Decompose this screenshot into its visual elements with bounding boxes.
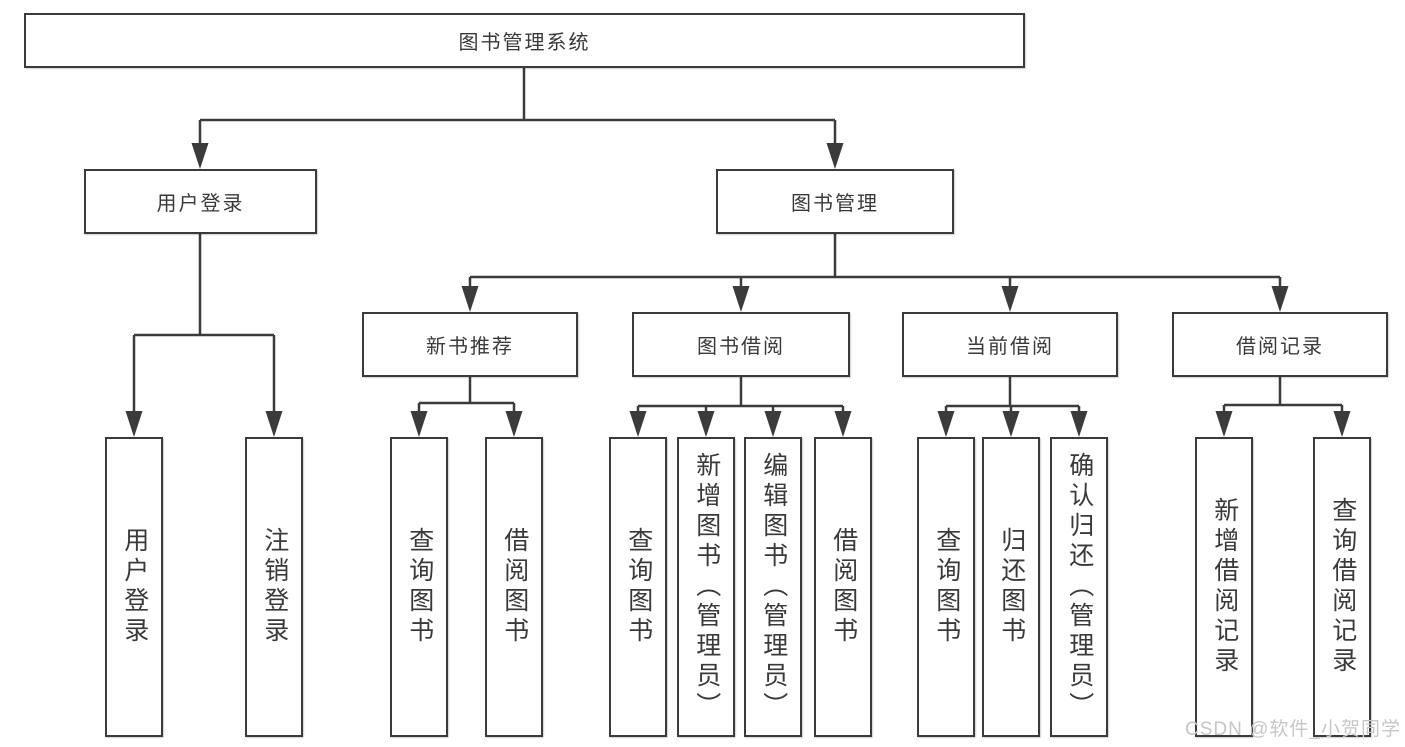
edge-book-borrow-to-leaves: [629, 377, 852, 437]
node-book-management: 图书管理: [716, 169, 954, 234]
node-new-book-recommend: 新书推荐: [362, 312, 578, 377]
node-label: 新书推荐: [426, 336, 514, 358]
node-label: 借阅记录: [1236, 336, 1324, 358]
leaf-add-book-admin: 新增图书（管理员）: [677, 437, 735, 737]
leaf-query-books-current: 查询图书: [917, 437, 975, 737]
node-label: 当前借阅: [966, 336, 1054, 358]
edge-user-login-to-leaves: [125, 234, 283, 437]
leaf-return-book: 归还图书: [982, 437, 1040, 737]
node-book-borrow: 图书借阅: [632, 312, 850, 377]
leaf-user-login: 用户登录: [105, 437, 163, 737]
node-label: 图书借阅: [697, 336, 785, 358]
leaf-add-borrow-record: 新增借阅记录: [1195, 437, 1253, 737]
node-label: 编辑图书（管理员）: [759, 452, 788, 722]
node-label: 查询图书: [932, 527, 961, 647]
node-label: 新增图书（管理员）: [692, 452, 721, 722]
node-label: 图书管理: [791, 193, 879, 215]
node-user-login: 用户登录: [84, 169, 317, 234]
node-label: 查询借阅记录: [1328, 497, 1357, 677]
edge-book-management-to-level3: [461, 234, 1289, 312]
leaf-query-borrow-record: 查询借阅记录: [1313, 437, 1371, 737]
csdn-watermark: CSDN @软件_小贺同学: [1185, 719, 1401, 740]
leaf-borrow-books-recommend: 借阅图书: [485, 437, 543, 737]
leaf-borrow-books-borrow: 借阅图书: [814, 437, 872, 737]
edge-current-borrow-to-leaves: [937, 377, 1088, 437]
node-label: 借阅图书: [829, 527, 858, 647]
node-label: 查询图书: [405, 527, 434, 647]
node-label: 用户登录: [156, 193, 245, 215]
leaf-logout: 注销登录: [245, 437, 303, 737]
node-label: 图书管理系统: [458, 32, 591, 54]
node-label: 确认归还（管理员）: [1065, 452, 1094, 722]
node-label: 归还图书: [997, 527, 1026, 647]
leaf-query-books-borrow: 查询图书: [609, 437, 667, 737]
node-label: 用户登录: [120, 527, 149, 647]
node-borrow-records: 借阅记录: [1172, 312, 1388, 377]
node-label: 借阅图书: [500, 527, 529, 647]
leaf-query-books-recommend: 查询图书: [390, 437, 448, 737]
leaf-edit-book-admin: 编辑图书（管理员）: [744, 437, 802, 737]
node-current-borrow: 当前借阅: [902, 312, 1118, 377]
node-label: 查询图书: [624, 527, 653, 647]
node-label: 注销登录: [260, 527, 289, 647]
node-root: 图书管理系统: [24, 13, 1025, 68]
edge-borrow-records-to-leaves: [1215, 377, 1351, 437]
leaf-confirm-return-admin: 确认归还（管理员）: [1050, 437, 1108, 737]
edge-root-to-level2: [191, 68, 844, 169]
edge-new-book-recommend-to-leaves: [410, 377, 523, 437]
node-label: 新增借阅记录: [1210, 497, 1239, 677]
